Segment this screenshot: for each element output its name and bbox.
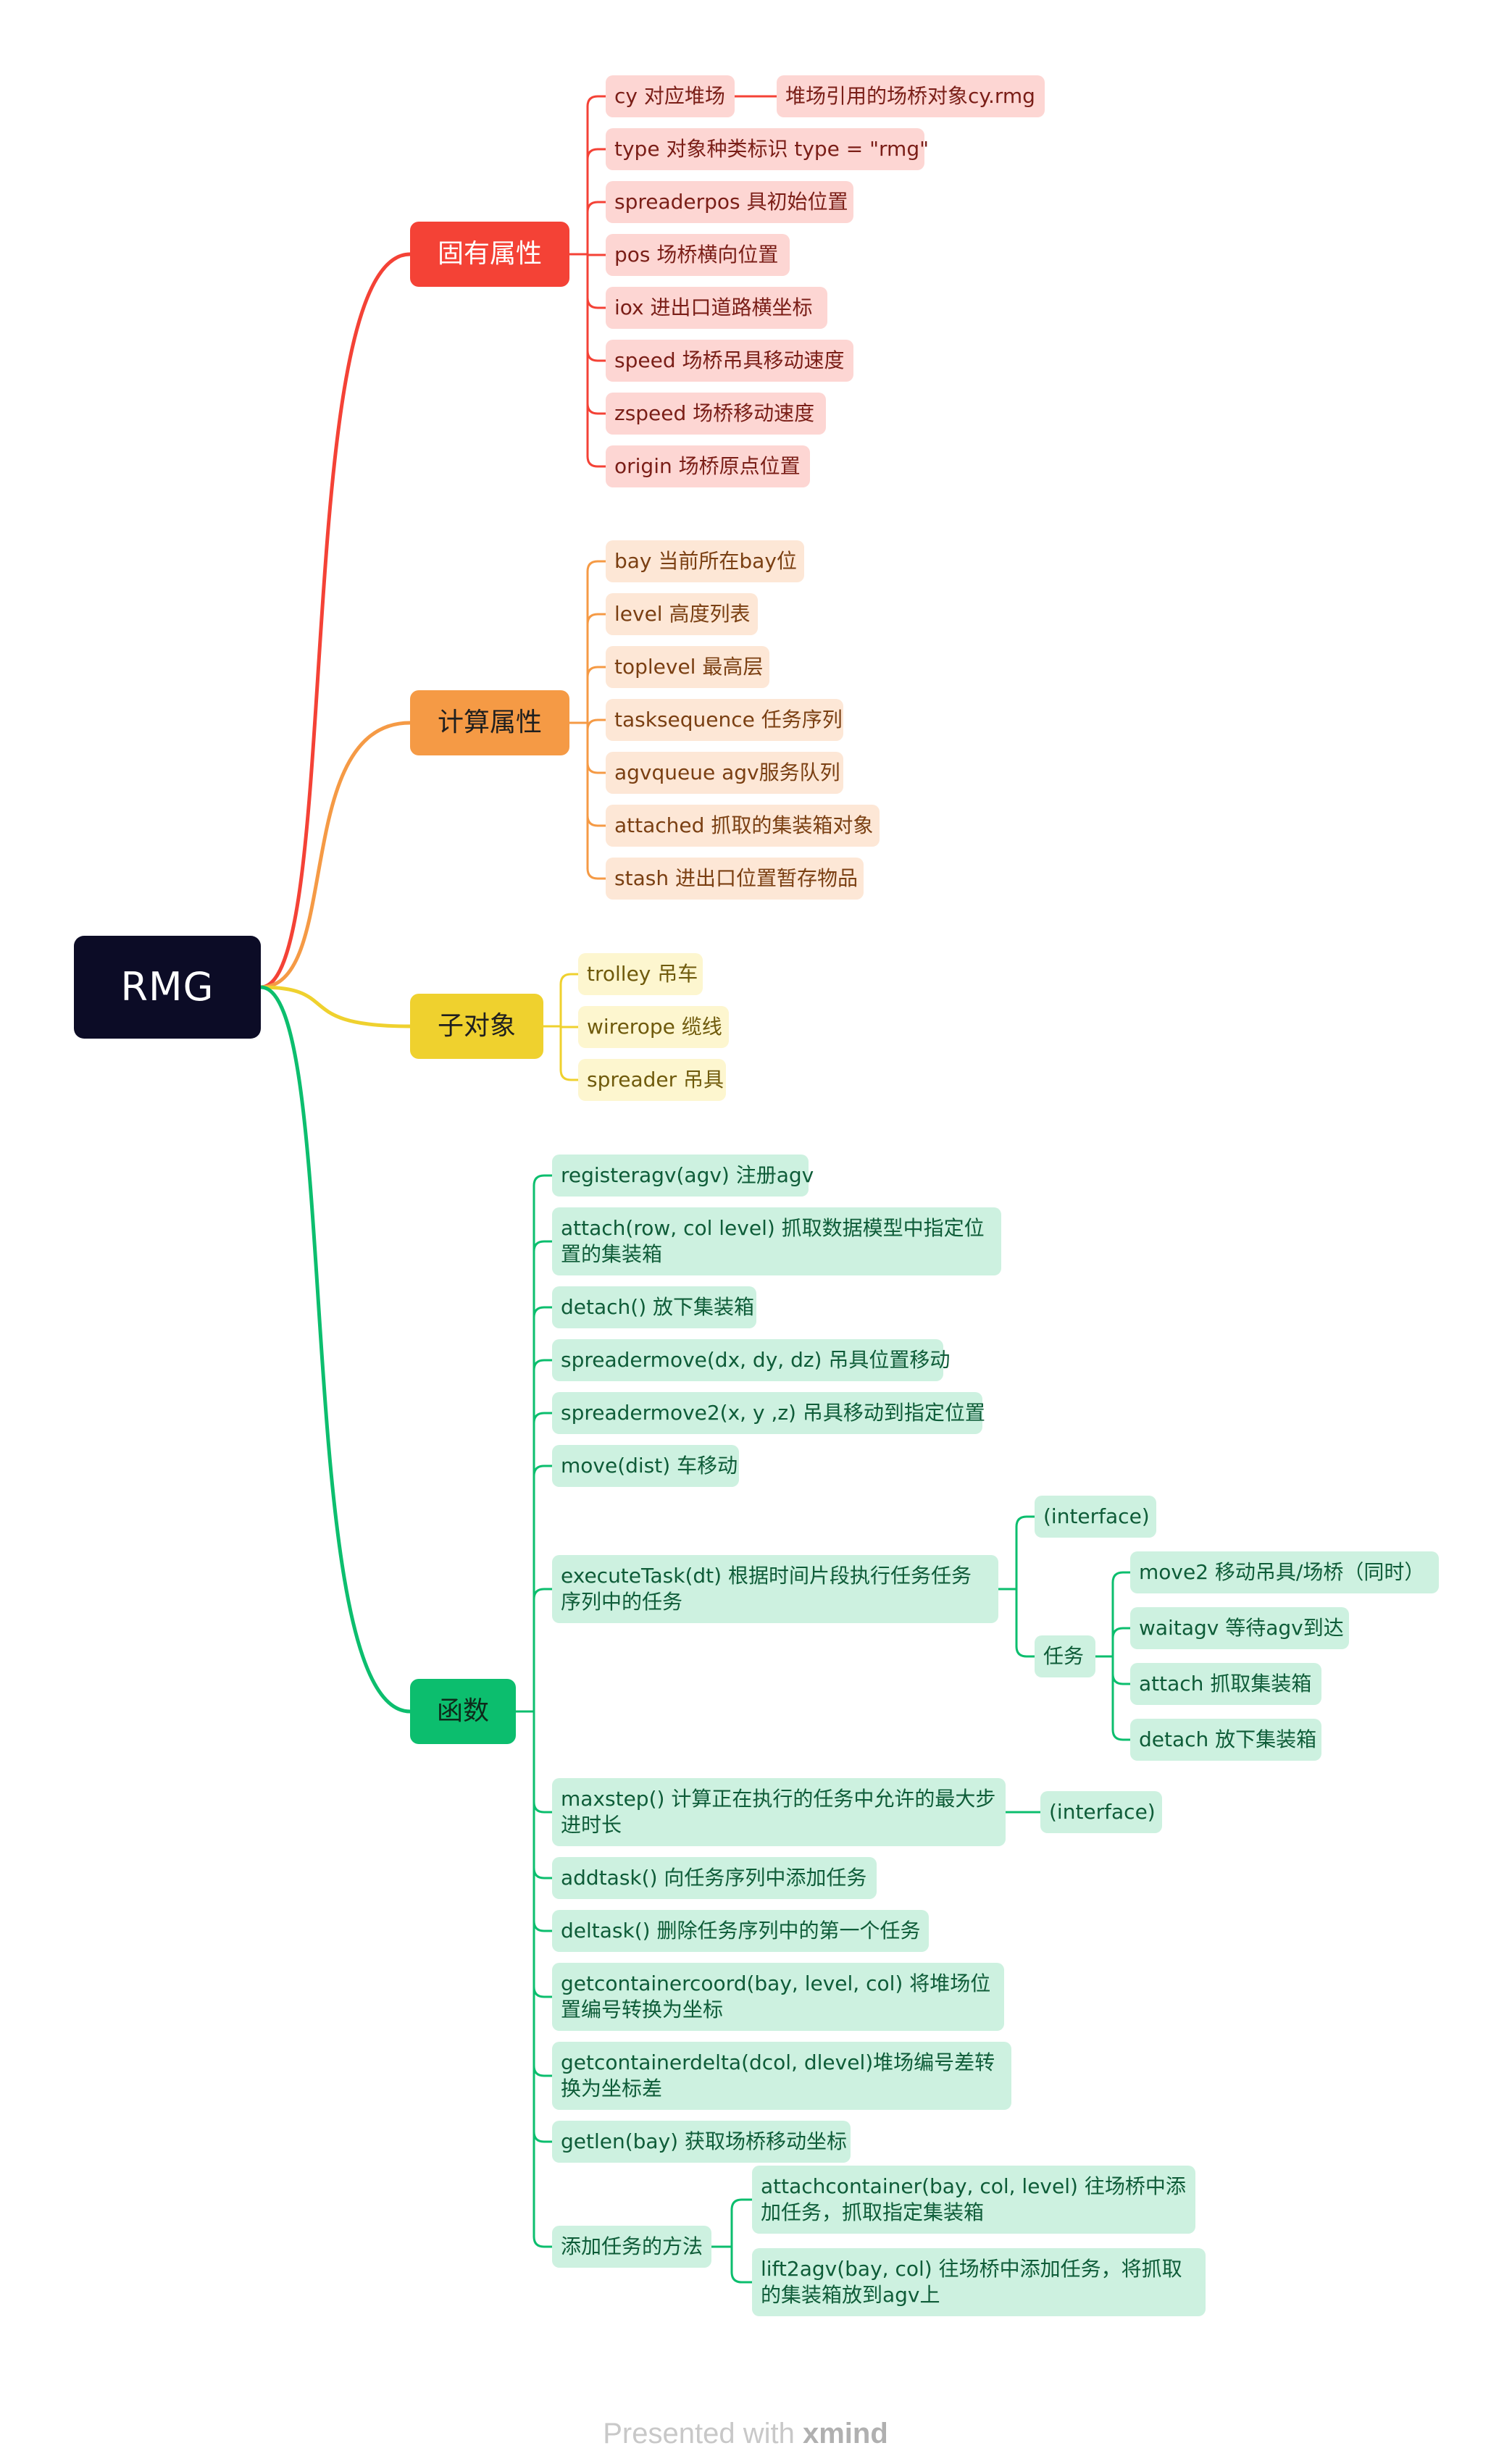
- bracket-green-link-4: [532, 1412, 554, 1425]
- leaf-pos[interactable]: pos 场桥横向位置: [606, 234, 790, 276]
- leaf-cy[interactable]: cy 对应堆场: [606, 75, 735, 117]
- func-getcontainerdelta[interactable]: getcontainerdelta(dcol, dlevel)堆场编号差转换为坐…: [552, 2042, 1011, 2110]
- connector-root-branch-functions: [259, 985, 412, 1714]
- leaf-type[interactable]: type 对象种类标识 type = "rmg": [606, 128, 929, 170]
- leaf-iox[interactable]: iox 进出口道路横坐标: [606, 287, 827, 329]
- bracket-orange-link-6: [586, 867, 607, 880]
- task-waitagv[interactable]: waitagv 等待agv到达: [1130, 1607, 1349, 1649]
- leaf-bay[interactable]: bay 当前所在bay位: [606, 540, 804, 582]
- func-addtask[interactable]: addtask() 向任务序列中添加任务: [552, 1857, 877, 1899]
- branch-functions[interactable]: 函数: [410, 1679, 516, 1744]
- leaf-level[interactable]: level 高度列表: [606, 593, 758, 635]
- bracket-green-link-0: [532, 1174, 554, 1187]
- bracket-orange-link-3: [586, 718, 607, 732]
- bracket-orange-link-1: [586, 613, 607, 626]
- func-executetask-tasks[interactable]: 任务: [1035, 1635, 1095, 1677]
- leaf-tasksequence[interactable]: tasksequence 任务序列: [606, 699, 843, 741]
- connector-root-branch-sub-objects: [259, 985, 412, 1028]
- func-getcontainercoord[interactable]: getcontainercoord(bay, level, col) 将堆场位置…: [552, 1963, 1004, 2031]
- func-executetask[interactable]: executeTask(dt) 根据时间片段执行任务任务序列中的任务: [552, 1555, 998, 1623]
- branch-sub-objects[interactable]: 子对象: [410, 994, 543, 1059]
- leaf-trolley[interactable]: trolley 吊车: [578, 953, 703, 995]
- bracket-exec-link-1: [1015, 1645, 1036, 1658]
- func-deltask[interactable]: deltask() 删除任务序列中的第一个任务: [552, 1910, 929, 1952]
- leaf-wirerope[interactable]: wirerope 缆线: [578, 1006, 729, 1048]
- bracket-red-link-2: [586, 201, 607, 214]
- bracket-tasks-link-1: [1111, 1627, 1132, 1640]
- bracket-green-link-2: [532, 1306, 554, 1319]
- bracket-green-link-10: [532, 1985, 554, 1998]
- bracket-red-link-1: [586, 148, 607, 161]
- bracket-orange-link-4: [586, 761, 607, 774]
- func-spreadermove2[interactable]: spreadermove2(x, y ,z) 吊具移动到指定位置: [552, 1392, 985, 1434]
- bracket-tasks-link-2: [1111, 1672, 1132, 1685]
- leaf-zspeed[interactable]: zspeed 场桥移动速度: [606, 393, 826, 435]
- leaf-attached[interactable]: attached 抓取的集装箱对象: [606, 805, 880, 847]
- bracket-yellow-link-2: [559, 1068, 580, 1081]
- connector-root-branch-computed-properties: [259, 721, 412, 989]
- bracket-green-link-12: [532, 2130, 554, 2143]
- task-move2[interactable]: move2 移动吊具/场桥（同时）: [1130, 1551, 1439, 1593]
- bracket-tasks-link-3: [1111, 1728, 1132, 1741]
- func-move[interactable]: move(dist) 车移动: [552, 1445, 739, 1487]
- func-getlen[interactable]: getlen(bay) 获取场桥移动坐标: [552, 2121, 851, 2163]
- bracket-green-link-8: [532, 1866, 554, 1880]
- root-node[interactable]: RMG: [74, 936, 261, 1039]
- bracket-red-link-7: [586, 455, 607, 468]
- connector-root-branch-intrinsic-properties: [259, 252, 412, 989]
- func-maxstep[interactable]: maxstep() 计算正在执行的任务中允许的最大步进时长: [552, 1778, 1006, 1846]
- branch-computed-properties[interactable]: 计算属性: [410, 690, 569, 755]
- func-add-task-methods[interactable]: 添加任务的方法: [552, 2226, 711, 2268]
- bracket-red-link-0: [586, 95, 607, 108]
- bracket-exec-link-0: [1015, 1515, 1036, 1528]
- func-spreadermove[interactable]: spreadermove(dx, dy, dz) 吊具位置移动: [552, 1339, 950, 1381]
- bracket-yellow-link-0: [559, 973, 580, 986]
- leaf-origin[interactable]: origin 场桥原点位置: [606, 445, 810, 487]
- func-attach[interactable]: attach(row, col level) 抓取数据模型中指定位置的集装箱: [552, 1207, 1001, 1275]
- task-detach[interactable]: detach 放下集装箱: [1130, 1719, 1321, 1761]
- bracket-green-link-7: [532, 1801, 554, 1814]
- bracket-orange-link-0: [586, 560, 607, 573]
- bracket-green-link-6: [532, 1588, 554, 1601]
- leaf-spreaderpos[interactable]: spreaderpos 具初始位置: [606, 181, 853, 223]
- bracket-methods-link-0: [730, 2198, 753, 2211]
- bracket-green-link-5: [532, 1464, 554, 1478]
- func-executetask-interface[interactable]: (interface): [1035, 1496, 1156, 1538]
- bracket-red-link-5: [586, 349, 607, 362]
- bracket-green-link-9: [532, 1919, 554, 1932]
- bracket-orange-link-2: [586, 666, 607, 679]
- bracket-orange-link-5: [586, 814, 607, 827]
- func-registeragv[interactable]: registeragv(agv) 注册agv: [552, 1155, 814, 1197]
- method-attachcontainer[interactable]: attachcontainer(bay, col, level) 往场桥中添加任…: [752, 2166, 1195, 2234]
- footer-credit: Presented with xmind: [603, 2418, 888, 2450]
- branch-intrinsic-properties[interactable]: 固有属性: [410, 222, 569, 287]
- task-attach[interactable]: attach 抓取集装箱: [1130, 1663, 1321, 1705]
- bracket-green-link-1: [532, 1240, 554, 1253]
- bracket-green-link-3: [532, 1359, 554, 1372]
- method-lift2agv[interactable]: lift2agv(bay, col) 往场桥中添加任务，将抓取的集装箱放到agv…: [752, 2248, 1206, 2316]
- bracket-green-link-13: [532, 2235, 554, 2248]
- leaf-toplevel[interactable]: toplevel 最高层: [606, 646, 769, 688]
- leaf-spreader[interactable]: spreader 吊具: [578, 1059, 726, 1101]
- func-detach[interactable]: detach() 放下集装箱: [552, 1286, 756, 1328]
- bracket-green-link-11: [532, 2064, 554, 2077]
- bracket-red-link-4: [586, 296, 607, 309]
- func-maxstep-interface[interactable]: (interface): [1040, 1791, 1162, 1833]
- leaf-speed[interactable]: speed 场桥吊具移动速度: [606, 340, 853, 382]
- bracket-red-link-6: [586, 402, 607, 415]
- leaf-stash[interactable]: stash 进出口位置暂存物品: [606, 858, 864, 900]
- leaf-cy-rmg-ref[interactable]: 堆场引用的场桥对象cy.rmg: [777, 75, 1045, 117]
- bracket-tasks-link-0: [1111, 1571, 1132, 1584]
- bracket-methods-link-1: [730, 2271, 753, 2284]
- leaf-agvqueue[interactable]: agvqueue agv服务队列: [606, 752, 843, 794]
